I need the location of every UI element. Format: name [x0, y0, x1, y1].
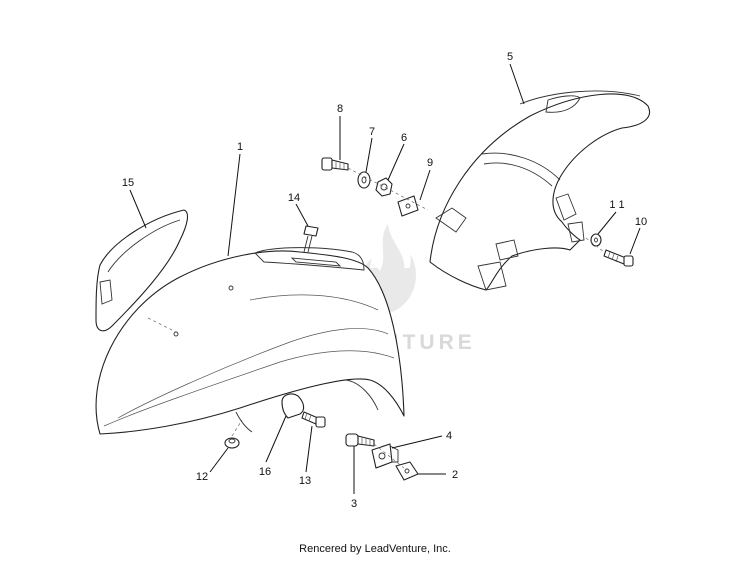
part-2-nut-plate[interactable]: [395, 461, 419, 481]
callout-12[interactable]: 12: [196, 471, 208, 483]
part-7-washer[interactable]: [357, 171, 371, 189]
watermark-v-icon: [366, 268, 414, 306]
callout-9[interactable]: 9: [427, 157, 433, 169]
callout-13[interactable]: 13: [299, 475, 311, 487]
part-15-visor[interactable]: [95, 209, 189, 332]
callout-4[interactable]: 4: [446, 430, 452, 442]
part-10-bolt[interactable]: [603, 249, 634, 267]
callout-6[interactable]: 6: [401, 132, 407, 144]
callout-11[interactable]: 1 1: [609, 199, 624, 211]
callout-8[interactable]: 8: [337, 103, 343, 115]
callout-10[interactable]: 10: [635, 216, 647, 228]
callout-14[interactable]: 14: [288, 192, 300, 204]
callout-1[interactable]: 1: [237, 141, 243, 153]
callout-7[interactable]: 7: [369, 126, 375, 138]
part-14-clip[interactable]: [303, 225, 319, 253]
part-12-nut[interactable]: [224, 437, 240, 449]
part-9-clip-nut[interactable]: [397, 195, 419, 217]
part-1-front-fender[interactable]: [95, 247, 405, 435]
part-16-cap[interactable]: [281, 393, 305, 419]
assembly-guides: [147, 167, 605, 469]
callout-5[interactable]: 5: [507, 51, 513, 63]
callout-16[interactable]: 16: [259, 466, 271, 478]
leader-lines: [129, 63, 641, 494]
part-11-washer[interactable]: [590, 233, 602, 247]
part-3-screw[interactable]: [345, 433, 375, 447]
part-8-screw[interactable]: [321, 157, 349, 171]
callout-3[interactable]: 3: [351, 498, 357, 510]
callout-2[interactable]: 2: [452, 469, 458, 481]
footer-credit: Rencered by LeadVenture, Inc.: [299, 543, 451, 555]
part-13-screw[interactable]: [301, 411, 326, 428]
part-4-bracket[interactable]: [371, 443, 399, 469]
part-5-rear-fender[interactable]: [429, 90, 650, 291]
callouts: 1 2 3 4 5 6 7 8 9 1 1 10 12 13 14 15 16: [122, 51, 647, 510]
callout-15[interactable]: 15: [122, 177, 134, 189]
part-6-nut[interactable]: [375, 177, 393, 197]
